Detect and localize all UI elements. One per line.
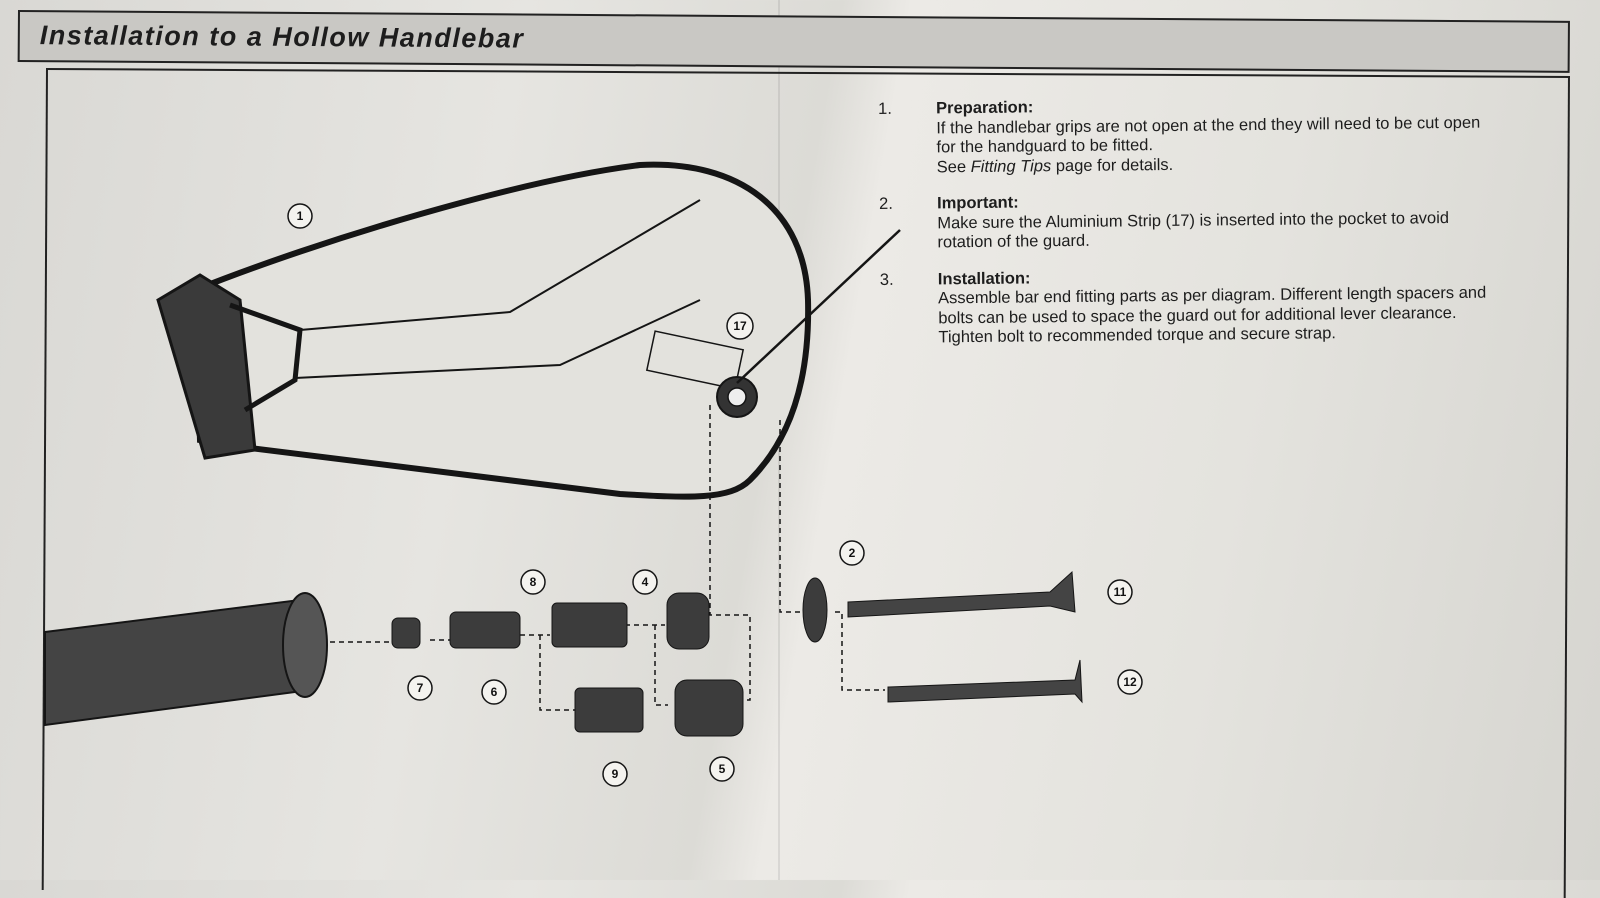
step-preparation: 1. Preparation: If the handlebar grips a… <box>878 93 1559 178</box>
callout-2: 2 <box>839 540 865 566</box>
handguard-outline <box>191 161 812 500</box>
svg-text:8: 8 <box>530 575 537 589</box>
part-wedge <box>449 611 521 649</box>
callout-6: 6 <box>481 679 507 705</box>
see-suffix: page for details. <box>1051 155 1174 175</box>
svg-text:17: 17 <box>733 319 747 333</box>
step-number: 3. <box>879 270 894 289</box>
svg-text:5: 5 <box>719 762 726 776</box>
part-washer <box>802 577 828 643</box>
step-installation: 3. Installation: Assemble bar end fittin… <box>880 263 1561 348</box>
handguard-strap <box>156 273 257 460</box>
part-spacer-long <box>674 679 744 737</box>
callout-17: 17 <box>726 312 754 340</box>
svg-text:12: 12 <box>1123 675 1137 689</box>
callout-9: 9 <box>602 761 628 787</box>
callout-5: 5 <box>709 756 735 782</box>
fitting-tips-reference: Fitting Tips <box>970 156 1052 176</box>
svg-text:7: 7 <box>417 681 424 695</box>
part-expander-alt <box>574 687 644 733</box>
callout-4: 4 <box>632 569 658 595</box>
step-text: rotation of the guard. <box>937 231 1090 252</box>
callout-11: 11 <box>1107 579 1133 605</box>
handlebar-grip <box>44 598 312 727</box>
installation-diagram: 1 17 2 11 12 8 4 7 6 9 5 <box>44 161 1143 787</box>
part-expander <box>551 602 628 648</box>
instruction-steps: 1. Preparation: If the handlebar grips a… <box>878 93 1561 366</box>
svg-text:6: 6 <box>491 685 498 699</box>
svg-text:9: 9 <box>612 767 619 781</box>
part-spacer-short <box>666 592 710 650</box>
svg-text:1: 1 <box>297 209 304 223</box>
part-bolt-long <box>847 570 1076 618</box>
callout-12: 12 <box>1117 669 1143 695</box>
part-nut <box>391 617 421 649</box>
callout-8: 8 <box>520 569 546 595</box>
see-prefix: See <box>936 157 971 176</box>
step-important: 2. Important: Make sure the Aluminium St… <box>879 188 1560 254</box>
part-bolt-short <box>887 659 1083 704</box>
step-number: 2. <box>878 194 893 213</box>
svg-text:2: 2 <box>849 546 856 560</box>
svg-text:4: 4 <box>642 575 649 589</box>
callout-7: 7 <box>407 675 433 701</box>
step-number: 1. <box>878 99 892 118</box>
svg-text:11: 11 <box>1114 585 1127 599</box>
callout-1: 1 <box>287 203 313 229</box>
